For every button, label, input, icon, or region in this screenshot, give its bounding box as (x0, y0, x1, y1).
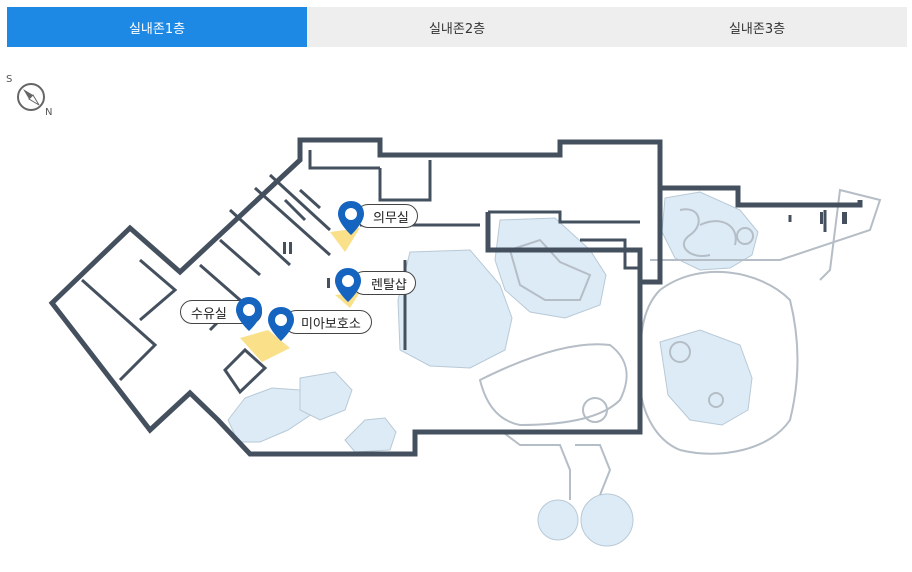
tab-floor-3[interactable]: 실내존3층 (607, 7, 907, 47)
medical-room-area (330, 228, 360, 252)
compass: S N (2, 72, 54, 122)
building-walls (48, 137, 863, 457)
tab-floor-2[interactable]: 실내존2층 (307, 7, 607, 47)
restroom-icon (283, 212, 847, 288)
marker-label-rental-shop[interactable]: 렌탈샵 (352, 271, 416, 295)
outdoor-paths (478, 188, 882, 500)
marker-label-medical-room[interactable]: 의무실 (356, 204, 418, 228)
lazy-pool (299, 371, 353, 421)
round-pool-2 (580, 493, 634, 547)
small-pool (344, 417, 397, 453)
marker-label-lost-child-center[interactable]: 미아보호소 (284, 310, 372, 334)
round-pool-1 (537, 499, 579, 541)
tab-floor-1[interactable]: 실내존1층 (7, 7, 307, 47)
compass-icon (17, 83, 45, 111)
pool-areas (227, 191, 759, 547)
floor-tabs: 실내존1층 실내존2층 실내존3층 (7, 7, 907, 47)
location-pin-icon[interactable] (234, 296, 264, 332)
inner-walls (81, 150, 827, 395)
location-pin-icon[interactable] (336, 200, 366, 236)
kids-pool (494, 217, 607, 319)
location-pin-icon[interactable] (333, 267, 363, 303)
wave-pool (397, 249, 513, 369)
compass-south-label: S (6, 74, 13, 85)
nursing-room-area (240, 330, 290, 362)
location-pin-icon[interactable] (266, 306, 296, 342)
right-pool (659, 329, 753, 426)
compass-north-label: N (45, 107, 53, 118)
